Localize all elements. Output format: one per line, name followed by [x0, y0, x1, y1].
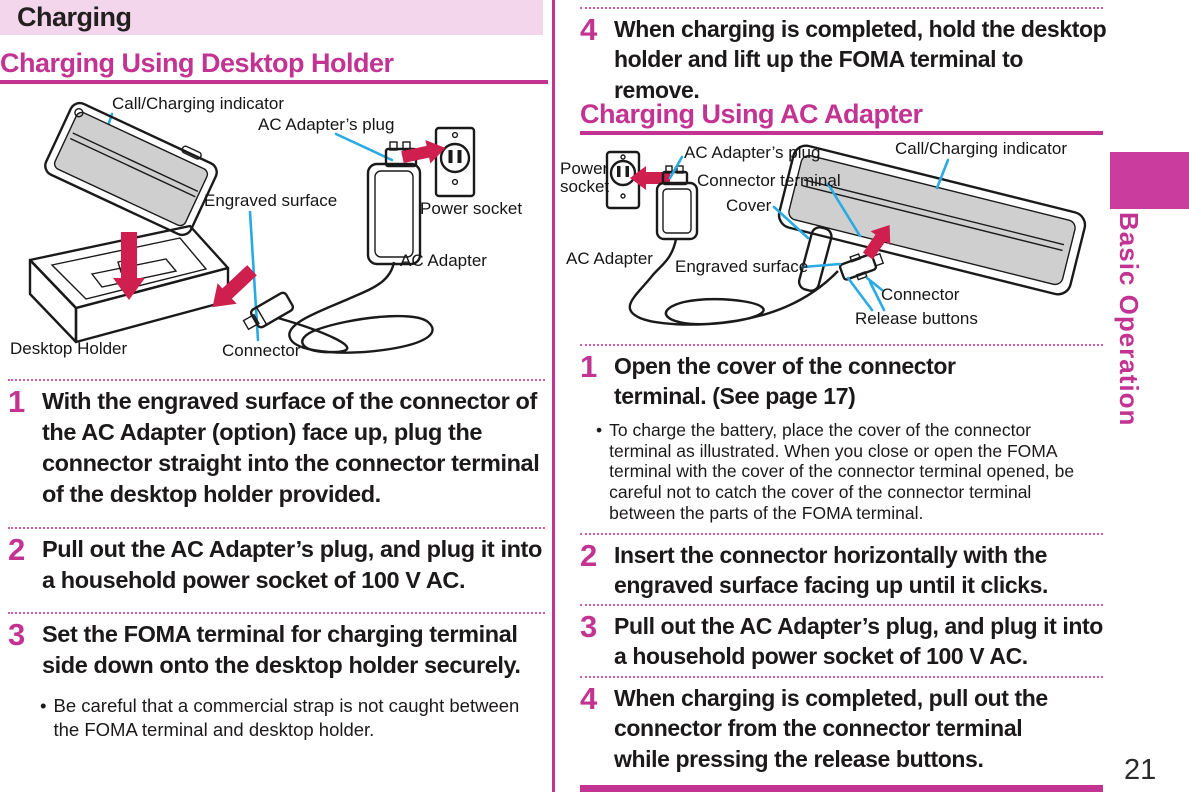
cover-flap-illustration [797, 226, 833, 292]
label-pointer-line [935, 158, 950, 190]
label-ac-adapters-plug: AC Adapter’s plug [258, 115, 395, 134]
note-text: Be careful that a commercial strap is no… [53, 695, 520, 740]
step-text: Pull out the AC Adapter’s plug, and plug… [614, 613, 1103, 670]
chapter-tab [1110, 152, 1189, 209]
step-text: With the engraved surface of the connect… [42, 388, 540, 508]
adapter-cord-line [628, 238, 839, 326]
label-pointer-line [334, 132, 394, 162]
step-right-2: 2 Insert the connector horizontally with… [580, 538, 1114, 601]
label-call-charging-indicator: Call/Charging indicator [112, 94, 284, 113]
subsection-title-desktop-holder: Charging Using Desktop Holder [0, 48, 548, 84]
ac-adapter-illustration [366, 141, 422, 266]
dotted-separator [580, 7, 1103, 9]
step-left-1: 1 With the engraved surface of the conne… [8, 384, 557, 510]
label-power-socket: Power socket [560, 159, 610, 197]
label-desktop-holder: Desktop Holder [10, 339, 128, 358]
step-left-3: 3 Set the FOMA terminal for charging ter… [8, 617, 557, 681]
page-number: 21 [1124, 754, 1157, 786]
step-left-2: 2 Pull out the AC Adapter’s plug, and pl… [8, 532, 557, 596]
label-pointer-line [846, 276, 874, 312]
step-number: 1 [580, 349, 598, 384]
insert-arrow-icon [862, 224, 891, 260]
label-pointer-line [668, 155, 684, 180]
ac-adapter-illustration-right [605, 144, 1087, 326]
step-right-3: 3 Pull out the AC Adapter’s plug, and pl… [580, 609, 1114, 672]
label-pointer-line [801, 262, 842, 269]
step-right-4: 4 When charging is completed, pull out t… [580, 681, 1074, 774]
step-number: 2 [8, 532, 26, 567]
label-pointer-line [865, 276, 884, 292]
dotted-separator [580, 676, 1103, 678]
foma-terminal-illustration [44, 101, 218, 237]
connector-illustration [838, 252, 885, 281]
label-pointer-line [772, 205, 810, 240]
dotted-separator [8, 379, 545, 381]
label-connector: Connector [881, 285, 960, 304]
label-ac-adapter: AC Adapter [566, 249, 653, 268]
column-divider [552, 0, 555, 792]
step-number: 4 [580, 12, 598, 47]
label-pointer-line [826, 182, 862, 238]
label-release-buttons: Release buttons [855, 309, 978, 328]
step-right-1: 1 Open the cover of the connector termin… [580, 349, 1044, 412]
step-text: When charging is completed, hold the des… [614, 16, 1107, 103]
foma-terminal-illustration [777, 144, 1087, 296]
label-engraved-surface: Engraved surface [675, 257, 809, 276]
dotted-separator [580, 344, 1103, 346]
step-number: 2 [580, 538, 598, 573]
plug-arrow-icon [401, 140, 446, 164]
dotted-separator [580, 533, 1103, 535]
dotted-separator [8, 612, 545, 614]
bottom-accent-bar [580, 785, 1103, 792]
step-note: • To charge the battery, place the cover… [596, 420, 1096, 523]
step-text: Pull out the AC Adapter’s plug, and plug… [42, 536, 542, 594]
step-text: Insert the connector horizontally with t… [614, 542, 1048, 599]
label-connector: Connector [222, 341, 301, 360]
label-ac-adapter: AC Adapter [400, 251, 487, 270]
step-number: 3 [580, 609, 598, 644]
label-cover: Cover [726, 196, 772, 215]
label-ac-adapters-plug: AC Adapter’s plug [684, 143, 821, 162]
adapter-cord-line [277, 261, 434, 354]
label-engraved-surface: Engraved surface [204, 191, 338, 210]
ac-adapter-body [655, 165, 699, 241]
bullet-marker: • [40, 695, 47, 716]
label-connector-terminal: Connector terminal [697, 171, 841, 190]
step-text: Open the cover of the connector terminal… [614, 353, 956, 410]
connector-illustration [242, 291, 295, 331]
desktop-holder-illustration [28, 101, 476, 354]
bullet-marker: • [596, 420, 603, 440]
chapter-label: Basic Operation [1114, 212, 1144, 427]
insert-arrow-icon [212, 265, 257, 308]
step-number: 4 [580, 681, 598, 716]
dotted-separator [8, 527, 545, 529]
label-pointer-line [868, 280, 886, 312]
desktop-holder-diagram: Call/Charging indicator AC Adapter’s plu… [0, 92, 548, 380]
step-text: When charging is completed, pull out the… [614, 685, 1048, 772]
ac-adapter-diagram: Power socket AC Adapter’s plug Connector… [560, 139, 1105, 342]
power-socket-illustration [434, 126, 476, 198]
step-right-prev-4: 4 When charging is completed, hold the d… [580, 12, 1114, 105]
label-call-charging-indicator: Call/Charging indicator [895, 139, 1067, 158]
step-text: Set the FOMA terminal for charging termi… [42, 621, 521, 679]
section-header: Charging [0, 0, 543, 35]
section-title: Charging [17, 2, 132, 32]
step-number: 1 [8, 384, 26, 419]
dotted-separator [580, 604, 1103, 606]
step-note: • Be careful that a commercial strap is … [40, 694, 532, 741]
subsection-title-ac-adapter: Charging Using AC Adapter [580, 99, 1103, 135]
step-number: 3 [8, 617, 26, 652]
note-text: To charge the battery, place the cover o… [609, 420, 1075, 523]
down-arrow-icon [113, 232, 145, 300]
label-power-socket: Power socket [420, 199, 523, 218]
